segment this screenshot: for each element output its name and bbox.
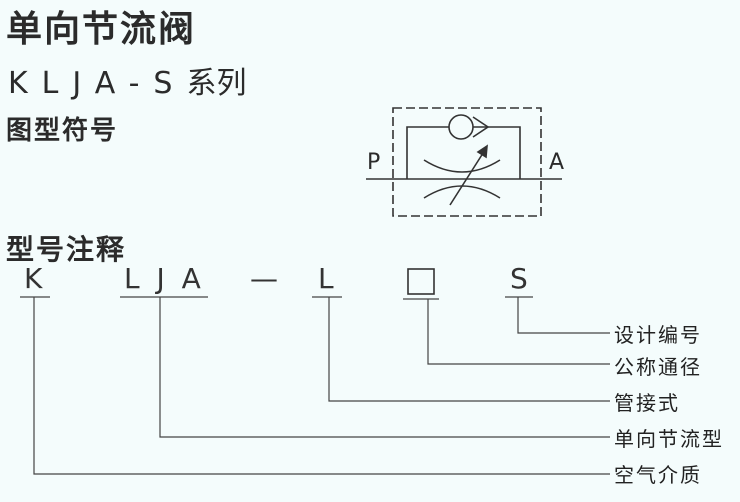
leader-design-no: [517, 297, 610, 334]
series-title: KLJA-S系列: [8, 58, 246, 102]
legend-one-way-throttle: 单向节流型: [614, 427, 724, 451]
leader-nominal-size: [427, 299, 610, 365]
page-title: 单向节流阀: [6, 9, 197, 50]
adjust-arrowhead: [476, 144, 488, 159]
port-a-label: A: [549, 150, 565, 175]
legend-nominal-size: 公称通径: [614, 355, 702, 379]
legend-air-medium: 空气介质: [614, 463, 702, 487]
legend-design-no: 设计编号: [614, 323, 702, 347]
size-placeholder-box: [407, 268, 435, 295]
series-code: KLJA-S: [8, 66, 187, 101]
leader-pipe-connection: [328, 297, 610, 402]
legend-pipe-connection: 管接式: [614, 391, 680, 415]
port-p-label: P: [367, 150, 381, 175]
adjust-arrow: [449, 149, 486, 206]
code-lja: L J A: [124, 262, 205, 295]
series-suffix: 系列: [186, 66, 247, 101]
check-ball: [448, 114, 474, 140]
valve-symbol: [366, 107, 562, 217]
code-dash: —: [250, 262, 278, 295]
symbol-heading: 图型符号: [6, 116, 119, 146]
code-s: S: [510, 262, 528, 295]
throttle-arc-top: [423, 159, 501, 173]
leader-air-medium: [33, 297, 610, 475]
throttle-arc-bottom: [423, 185, 501, 199]
model-leader-lines: [20, 296, 610, 475]
code-k: K: [24, 262, 43, 295]
check-seat: [472, 116, 490, 138]
model-heading: 型号注释: [6, 233, 127, 266]
valve-enclosure: [392, 107, 542, 217]
code-l: L: [318, 262, 334, 295]
leader-one-way-throttle: [159, 297, 610, 438]
